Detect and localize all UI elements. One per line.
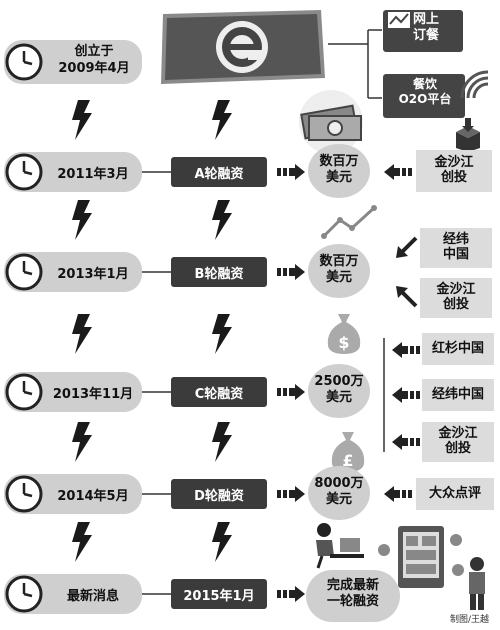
date-row-d-label: 2014年5月 bbox=[57, 489, 129, 504]
clock-icon bbox=[5, 253, 43, 291]
connector-line bbox=[142, 171, 172, 173]
worker-desk-icon bbox=[316, 523, 364, 569]
date-latest-label: 最新消息 bbox=[66, 589, 119, 604]
investor-c-3: 金沙江 创投 bbox=[422, 422, 494, 462]
date-row-b-label: 2013年1月 bbox=[57, 267, 129, 282]
person-icon bbox=[469, 557, 485, 610]
arrow-right-icon bbox=[277, 586, 305, 602]
lightning-bolt-icon bbox=[212, 100, 232, 140]
round-b: B轮融资 bbox=[171, 257, 267, 287]
amount-a-label: 数百万 美元 bbox=[319, 154, 359, 185]
lightning-bolt-icon bbox=[72, 100, 92, 140]
round-a: A轮融资 bbox=[171, 157, 267, 187]
lightning-bolt-icon bbox=[72, 522, 92, 562]
service-online-order-label: 网上 订餐 bbox=[413, 12, 440, 43]
money-icon bbox=[299, 90, 363, 154]
clock-icon bbox=[5, 373, 43, 411]
arrow-left-icon bbox=[392, 342, 420, 358]
clock-icon bbox=[5, 475, 43, 513]
investor-a-1: 金沙江 创投 bbox=[416, 150, 492, 192]
lightning-bolt-icon bbox=[212, 314, 232, 354]
wifi-icon bbox=[460, 70, 489, 99]
investor-c-2: 经纬中国 bbox=[422, 379, 494, 411]
trend-line-icon bbox=[321, 205, 377, 239]
amount-latest-label: 完成最新 一轮融资 bbox=[326, 578, 379, 610]
arrow-right-icon bbox=[277, 164, 305, 180]
lightning-bolt-icon bbox=[72, 422, 92, 462]
date-founded-label: 创立于 2009年4月 bbox=[58, 44, 130, 76]
amount-c bbox=[308, 364, 370, 418]
arrow-down-left-icon bbox=[396, 236, 418, 258]
arrow-right-icon bbox=[277, 486, 305, 502]
lightning-bolt-icon bbox=[72, 314, 92, 354]
pound-bag-icon: £ bbox=[331, 432, 365, 472]
connector-line bbox=[142, 271, 172, 273]
amount-a bbox=[308, 144, 370, 198]
amount-d-label: 8000万 美元 bbox=[314, 476, 364, 507]
connector-line bbox=[142, 391, 172, 393]
amount-latest bbox=[306, 570, 400, 622]
dollar-bag-icon: $ bbox=[327, 314, 361, 354]
investor-b-1: 经纬 中国 bbox=[420, 228, 492, 268]
investor-d-1: 大众点评 bbox=[416, 478, 494, 510]
round-d: D轮融资 bbox=[171, 479, 267, 509]
app-logo-icon bbox=[216, 21, 268, 73]
arrow-left-icon bbox=[384, 486, 412, 502]
svg-text:$: $ bbox=[338, 333, 349, 352]
investor-box-icon bbox=[456, 118, 480, 152]
investor-c-1: 红杉中国 bbox=[422, 333, 494, 365]
date-row-a-label: 2011年3月 bbox=[57, 167, 129, 182]
round-c: C轮融资 bbox=[171, 377, 267, 407]
arrow-left-icon bbox=[392, 434, 420, 450]
clock-icon bbox=[5, 575, 43, 613]
connector-line bbox=[142, 593, 172, 595]
lightning-bolt-icon bbox=[72, 200, 92, 240]
arrow-left-icon bbox=[392, 387, 420, 403]
lightning-bolt-icon bbox=[212, 200, 232, 240]
credit-text: 制图/王越 bbox=[450, 615, 490, 625]
service-o2o-label: 餐饮 O2O平台 bbox=[398, 77, 452, 106]
arrow-right-icon bbox=[277, 264, 305, 280]
amount-c-label: 2500万 美元 bbox=[314, 374, 364, 405]
connector-line bbox=[142, 493, 172, 495]
amount-b-label: 数百万 美元 bbox=[319, 254, 359, 285]
arrow-left-icon bbox=[384, 164, 412, 180]
clock-icon bbox=[5, 43, 43, 81]
amount-d bbox=[308, 466, 370, 520]
service-o2o bbox=[383, 74, 465, 118]
date-row-c-label: 2013年11月 bbox=[52, 387, 134, 402]
amount-b bbox=[308, 244, 370, 298]
svg-text:£: £ bbox=[342, 451, 353, 470]
logo-banner bbox=[157, 8, 327, 86]
lightning-bolt-icon bbox=[212, 422, 232, 462]
arrow-up-left-icon bbox=[396, 286, 418, 308]
lightning-bolt-icon bbox=[212, 522, 232, 562]
investor-bracket bbox=[383, 338, 385, 452]
round-latest: 2015年1月 bbox=[171, 579, 267, 609]
investor-b-2: 金沙江 创投 bbox=[420, 278, 492, 318]
order-icon bbox=[388, 12, 410, 28]
clock-icon bbox=[5, 153, 43, 191]
app-devices-icon bbox=[378, 526, 464, 588]
arrow-right-icon bbox=[277, 384, 305, 400]
